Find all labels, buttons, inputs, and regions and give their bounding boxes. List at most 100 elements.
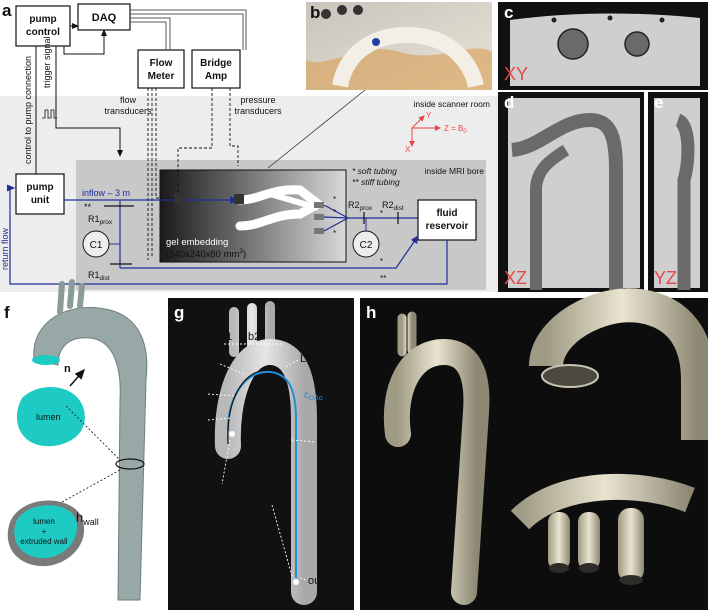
- pump-control-label-2: control: [26, 27, 60, 38]
- panel-d-mri-xz: d XZ: [498, 92, 644, 292]
- return-flow-label: return flow: [0, 227, 10, 270]
- g-label-inlet: inlet: [176, 415, 196, 427]
- r2-prox-label: R2prox: [348, 200, 373, 212]
- pressure-sensor-inlet: [234, 194, 244, 204]
- lumen-pointer: [65, 405, 121, 461]
- lumen-wall-label-3: extruded wall: [20, 537, 67, 546]
- pump-unit-label-2: unit: [31, 195, 50, 206]
- g-label-aao: AAo: [178, 383, 199, 395]
- outlet-star-3: *: [333, 229, 336, 238]
- g-label-b3: b3: [280, 331, 292, 343]
- photo-b-marker: [372, 38, 380, 46]
- outlet-star-1: *: [333, 195, 336, 204]
- pressure-transducers-label-2: transducers: [234, 106, 282, 116]
- axis-z-label: Z = B0: [444, 124, 467, 135]
- gel-embedding-label-1: gel embedding: [166, 237, 228, 248]
- flow-meter-box: [137, 49, 185, 89]
- r2-dist-label: R2dist: [382, 200, 404, 212]
- mri-xz-label: XZ: [504, 268, 527, 288]
- normal-vector-label: n: [64, 363, 71, 375]
- pump-unit-label-1: pump: [26, 182, 53, 193]
- mri-yz-gel: [654, 98, 700, 288]
- mri-xy-lumen-1: [557, 28, 589, 60]
- mesh-inlet-cap: [32, 355, 60, 365]
- g-label-c-dao: cDAo: [304, 390, 323, 402]
- panel-label-a: a: [2, 1, 12, 20]
- outlet-connector-1: [314, 202, 324, 208]
- c1-label: C1: [90, 240, 103, 251]
- gel-phantom-branch: [269, 191, 319, 211]
- g-outlet-cap: [293, 579, 299, 585]
- outlet-star-2: *: [333, 208, 336, 217]
- photo-b-connector-1: [321, 9, 331, 19]
- panel-label-h: h: [366, 303, 376, 322]
- daq-connections: [130, 9, 247, 50]
- fluid-reservoir-box: [417, 199, 477, 241]
- flow-transducers-label-2: transducers: [104, 106, 152, 116]
- g-inlet-arrow: [227, 369, 265, 445]
- photo-b-connector-2: [337, 5, 347, 15]
- inside-mri-bore-label: inside MRI bore: [424, 166, 484, 176]
- mri-xy-dot-2: [607, 15, 613, 21]
- h-tube-end-1: [549, 563, 569, 573]
- axis-x-label: X: [405, 145, 411, 154]
- bridge-amp-label-2: Amp: [205, 71, 227, 82]
- panel-label-d: d: [504, 93, 514, 112]
- inside-scanner-room-label: inside scanner room: [413, 99, 490, 109]
- fluid-reservoir-label-1: fluid: [436, 208, 457, 219]
- panel-h-photos: h: [360, 288, 708, 610]
- panel-label-b: b: [310, 3, 320, 22]
- mri-xz-vessel: [510, 112, 623, 290]
- axis-y-label: Y: [426, 111, 432, 120]
- axis-triad: Y Z = B0 X: [405, 111, 467, 154]
- return-stiff-marker: **: [380, 274, 386, 283]
- mri-xy-lumen-2: [624, 31, 650, 57]
- trigger-pulse-icon: [42, 109, 57, 119]
- flow-meter-label-2: Meter: [148, 71, 175, 82]
- panel-c-mri-xy: c XY: [498, 2, 708, 90]
- h-tube-end-2: [579, 563, 599, 573]
- panel-e-mri-yz: e YZ: [648, 92, 708, 292]
- flow-transducers-label-1: flow: [120, 95, 137, 105]
- lumen-wall-label-1: lumen: [33, 517, 55, 526]
- bypass-to-reservoir: [120, 235, 419, 269]
- pressure-transducers-label-1: pressure: [240, 95, 275, 105]
- return-flow-line: [6, 184, 448, 285]
- h-branch-tube-2: [578, 512, 600, 570]
- lumen-label: lumen: [36, 412, 61, 422]
- zoom-pointer-line: [267, 85, 371, 169]
- g-label-dao: DAo: [318, 437, 339, 449]
- outlet-connector-3: [314, 228, 324, 234]
- r1-prox-label: R1prox: [88, 214, 113, 226]
- g-leader-lines: [207, 343, 317, 581]
- panel-a-schematic: a pump control DAQ Flow Meter Bridge Amp: [0, 1, 500, 292]
- mri-xy-dot-3: [659, 17, 665, 23]
- lumen-inner-section: [14, 505, 78, 559]
- mri-xy-gel: [510, 13, 700, 87]
- normal-vector-arrow: [69, 368, 85, 387]
- outlet-connector-2: [314, 214, 324, 220]
- r1-dist-label: R1dist: [88, 270, 110, 282]
- g-label-connecting-caps: connecting caps: [180, 489, 260, 501]
- panel-f-model: f lumen n lumen + extruded wall hwall: [4, 279, 148, 601]
- mesh-vessel: [33, 306, 148, 601]
- panel-b-photo: b: [306, 2, 492, 90]
- panel-label-e: e: [654, 93, 663, 112]
- flow-sensor-inlet: [174, 194, 184, 204]
- daq-box: [77, 3, 131, 31]
- gel-embedding-label-2: (340x240x80 mm3): [166, 248, 246, 260]
- g-inlet-cap: [229, 431, 235, 437]
- panel-g-model: g b1 b2 b3 BCT LSA AAo cDAo inlet DAo co…: [168, 298, 354, 610]
- mri-xy-dot-1: [551, 17, 557, 23]
- c2-compliance: [352, 230, 380, 258]
- cross-section-ring: [115, 458, 145, 470]
- fluid-reservoir-label-2: reservoir: [426, 221, 469, 232]
- daq-label: DAQ: [92, 12, 117, 24]
- bridge-amp-label-1: Bridge: [200, 58, 232, 69]
- inflow-stiff-marker: **: [84, 202, 92, 212]
- soft-tubing-label: * soft tubing: [352, 166, 397, 176]
- photo-b-vessel: [332, 27, 484, 89]
- g-label-bct: BCT: [192, 353, 214, 365]
- bridge-amp-box: [191, 49, 241, 89]
